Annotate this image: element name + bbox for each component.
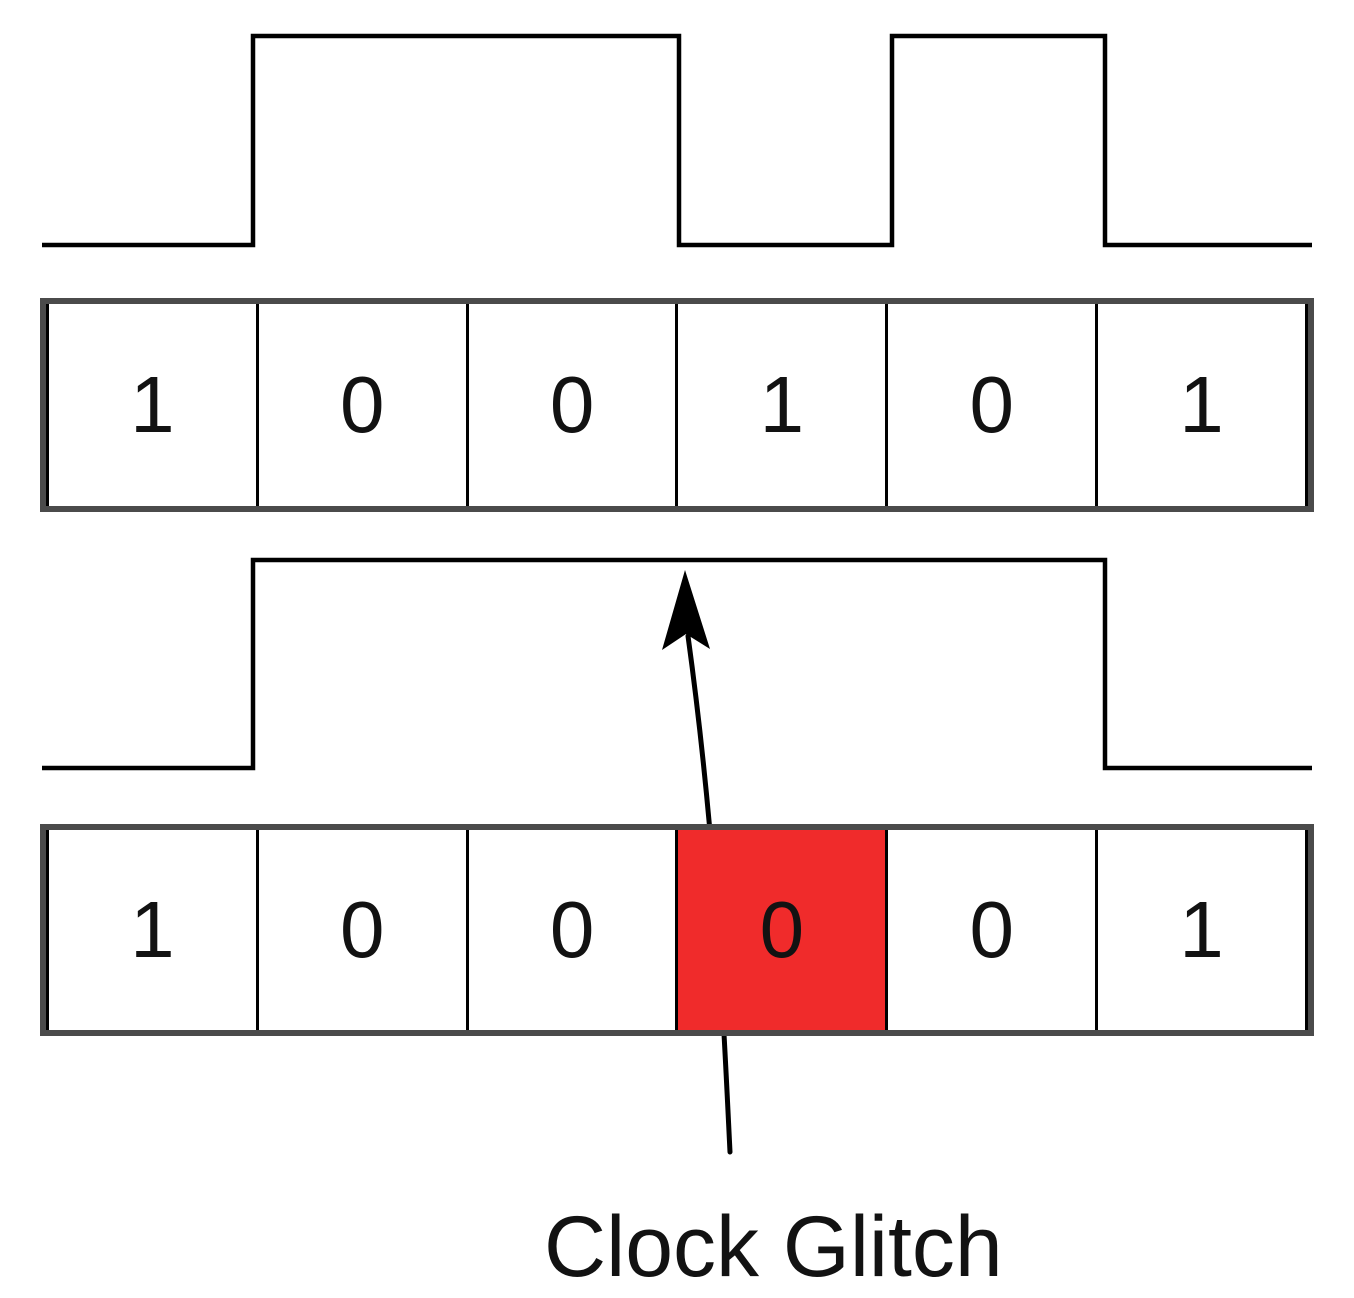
bit-cell-glitched: 0 [675,830,886,1030]
bit-value: 0 [969,360,1014,449]
glitch-arrowhead-icon [662,570,710,650]
bit-value: 0 [969,885,1014,974]
bit-value: 1 [759,360,805,449]
clock-waveform-glitched [42,557,1312,771]
bit-row-normal: 1 0 0 1 0 1 [40,298,1314,512]
bit-cell: 0 [885,830,1096,1030]
bit-cell: 0 [255,304,466,506]
bit-value: 0 [549,360,595,449]
bit-value: 1 [130,360,175,449]
bit-cell: 1 [675,304,886,506]
bit-cell: 0 [465,830,676,1030]
bit-cell: 0 [465,304,676,506]
bit-cell: 1 [46,830,256,1030]
bit-cell: 0 [255,830,466,1030]
bit-cell: 1 [1095,830,1308,1030]
bit-value: 0 [759,885,805,974]
bit-cell: 1 [46,304,256,506]
bit-value: 1 [130,885,175,974]
bit-value: 1 [1179,885,1224,974]
bit-row-glitched: 1 0 0 0 0 1 [40,824,1314,1036]
bit-cell: 1 [1095,304,1308,506]
caption-clock-glitch: Clock Glitch [544,1199,1003,1295]
clock-waveform-normal [42,33,1312,248]
bit-value: 0 [339,885,385,974]
bit-cell: 0 [885,304,1096,506]
bit-value: 0 [549,885,595,974]
bit-value: 0 [339,360,385,449]
bit-value: 1 [1179,360,1224,449]
